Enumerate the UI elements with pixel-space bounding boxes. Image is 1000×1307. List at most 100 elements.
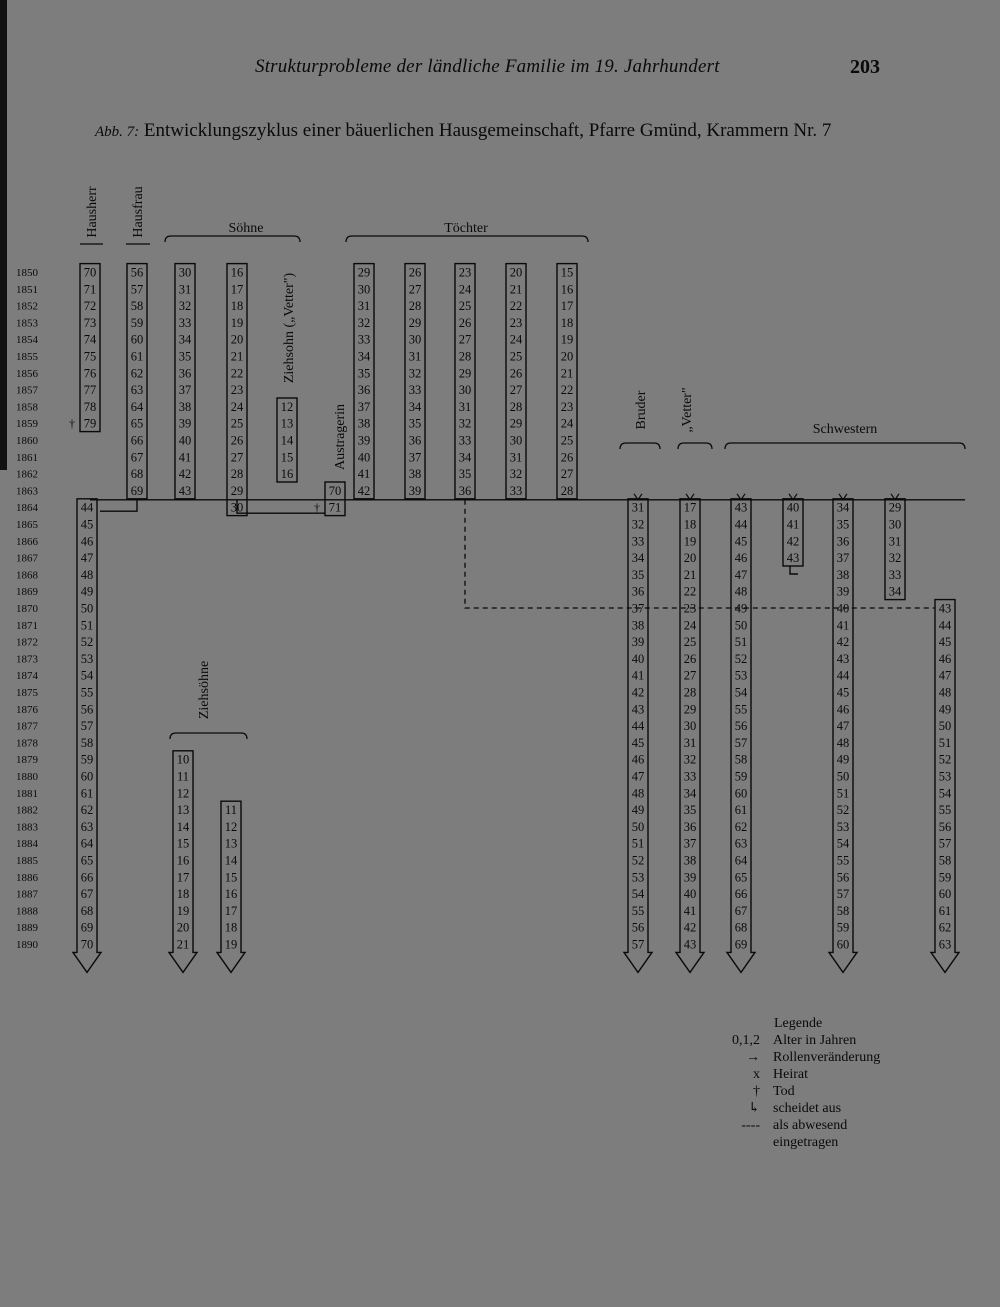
bracket-schwestern xyxy=(724,442,966,450)
role-change-arrowhead xyxy=(788,493,798,501)
legend-symbol: → xyxy=(746,1050,760,1065)
year-label: 1885 xyxy=(16,855,39,867)
legend-symbol: x xyxy=(753,1067,760,1082)
age-cell: 57 xyxy=(939,837,952,851)
age-cell: 63 xyxy=(939,938,952,952)
age-cell: 20 xyxy=(510,266,523,280)
age-cell: 34 xyxy=(889,585,902,599)
age-cell: 16 xyxy=(281,467,294,481)
age-cell: 49 xyxy=(735,602,748,616)
page-number: 203 xyxy=(850,56,880,78)
age-cell: 69 xyxy=(131,484,144,498)
age-cell: 57 xyxy=(81,719,94,733)
column-frame xyxy=(404,262,426,500)
age-cell: 28 xyxy=(459,350,472,364)
year-label: 1866 xyxy=(16,536,39,548)
age-cell: 32 xyxy=(510,467,523,481)
age-cell: 53 xyxy=(632,870,645,884)
age-cell: 14 xyxy=(281,434,294,448)
age-cell: 49 xyxy=(81,585,94,599)
column-frame xyxy=(276,397,298,483)
age-cell: 23 xyxy=(561,400,574,414)
column-frame xyxy=(324,481,346,517)
age-cell: 48 xyxy=(939,686,952,700)
age-cell: 18 xyxy=(177,887,190,901)
age-cell: 60 xyxy=(81,770,94,784)
age-cell: 45 xyxy=(81,518,94,532)
age-cell: 11 xyxy=(225,803,237,817)
age-cell: 27 xyxy=(561,467,574,481)
age-cell: 56 xyxy=(735,719,748,733)
column-arrow-frame xyxy=(827,498,859,974)
age-cell: 54 xyxy=(837,837,850,851)
age-cell: 64 xyxy=(131,400,144,414)
legend-symbol: † xyxy=(753,1084,760,1099)
age-cell: 33 xyxy=(632,534,645,548)
age-cell: 20 xyxy=(231,333,244,347)
role-change-arrowhead xyxy=(838,493,848,501)
age-cell: 42 xyxy=(837,635,850,649)
age-cell: 53 xyxy=(735,669,748,683)
age-cell: 13 xyxy=(177,803,190,817)
page-header: Strukturprobleme der ländliche Familie i… xyxy=(0,0,1000,141)
year-label: 1882 xyxy=(16,805,38,817)
age-cell: 58 xyxy=(939,854,952,868)
age-cell: 27 xyxy=(510,383,523,397)
death-mark: † xyxy=(314,501,320,515)
age-cell: 58 xyxy=(837,904,850,918)
age-cell: 28 xyxy=(231,467,244,481)
person-column-schwester-5: 4344454647484950515253545556575859606162… xyxy=(929,598,961,974)
year-label: 1869 xyxy=(16,586,39,598)
person-column-vetter: 1718192021222324252627282930313233343536… xyxy=(674,498,706,974)
label-bruder: Bruder xyxy=(634,390,649,429)
age-cell: 58 xyxy=(81,736,94,750)
age-cell: 30 xyxy=(179,266,192,280)
age-cell: 59 xyxy=(131,316,144,330)
person-column-bruder: 3132333435363738394041424344454647484950… xyxy=(622,498,654,974)
age-cell: 50 xyxy=(735,618,748,632)
age-cell: 52 xyxy=(81,635,94,649)
age-cell: 58 xyxy=(131,299,144,313)
age-cell: 34 xyxy=(837,501,850,515)
year-label: 1862 xyxy=(16,469,38,481)
age-cell: 55 xyxy=(632,904,645,918)
age-cell: 20 xyxy=(177,921,190,935)
year-axis: 1850185118521853185418551856185718581859… xyxy=(16,267,39,951)
column-arrow-frame xyxy=(215,800,247,974)
age-cell: 49 xyxy=(632,803,645,817)
age-cell: 42 xyxy=(684,921,697,935)
year-label: 1871 xyxy=(16,620,38,632)
age-cell: 51 xyxy=(939,736,952,750)
legend-description: Rollenveränderung xyxy=(773,1050,881,1065)
age-cell: 10 xyxy=(177,753,190,767)
age-cell: 31 xyxy=(510,450,523,464)
age-cell: 32 xyxy=(409,366,422,380)
year-label: 1860 xyxy=(16,435,39,447)
age-cell: 40 xyxy=(179,434,192,448)
age-cell: 17 xyxy=(231,282,244,296)
age-cell: 43 xyxy=(787,551,800,565)
age-cell: 40 xyxy=(358,450,371,464)
age-cell: 18 xyxy=(225,921,238,935)
age-cell: 46 xyxy=(837,702,850,716)
age-cell: 55 xyxy=(837,854,850,868)
age-cell: 41 xyxy=(837,618,850,632)
age-cell: 22 xyxy=(231,366,244,380)
year-label: 1867 xyxy=(16,553,39,565)
age-cell: 43 xyxy=(837,652,850,666)
figure-caption-text: Entwicklungszyklus einer bäuerlichen Hau… xyxy=(143,120,832,141)
age-cell: 47 xyxy=(939,669,952,683)
age-cell: 15 xyxy=(561,266,574,280)
year-label: 1879 xyxy=(16,754,39,766)
age-cell: 53 xyxy=(939,770,952,784)
role-change-arrowhead xyxy=(736,493,746,501)
age-cell: 12 xyxy=(281,400,294,414)
year-label: 1887 xyxy=(16,889,39,901)
year-label: 1870 xyxy=(16,603,39,615)
age-cell: 72 xyxy=(84,299,97,313)
age-cell: 69 xyxy=(81,921,94,935)
age-cell: 51 xyxy=(837,786,850,800)
